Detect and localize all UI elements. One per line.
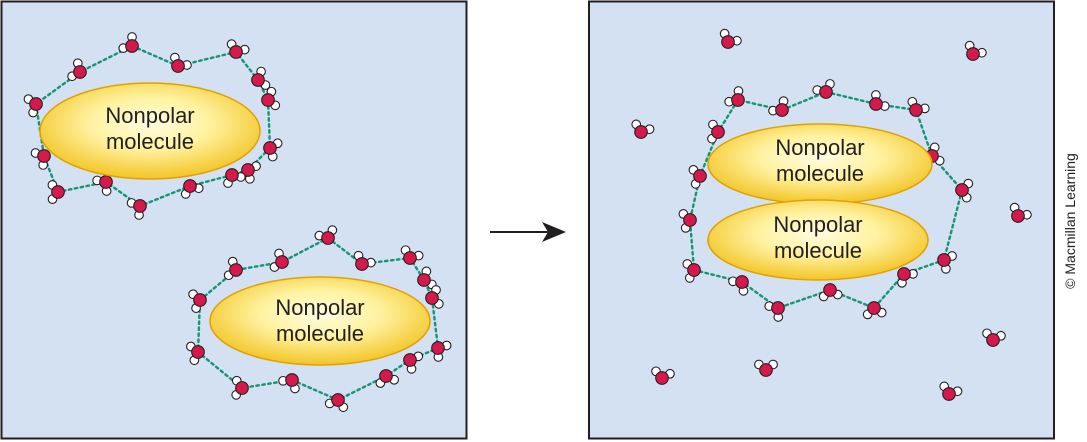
water-molecule-icon <box>425 285 444 309</box>
water-molecule-icon <box>353 250 376 271</box>
water-molecule-icon <box>403 351 424 374</box>
water-molecule-icon <box>812 79 835 99</box>
water-molecule-icon <box>67 58 87 82</box>
water-molecule-icon <box>241 161 261 184</box>
water-molecule-icon <box>707 119 725 144</box>
water-molecule-icon <box>92 175 113 196</box>
water-molecule-icon <box>719 28 742 49</box>
copyright-notice: © Macmillan Learning <box>1062 153 1078 289</box>
water-molecule-icon <box>223 256 243 281</box>
water-molecule-icon <box>188 289 207 313</box>
right-panel: Nonpolar molecule Nonpolar molecule <box>588 0 1055 440</box>
water-molecule-icon <box>186 341 205 366</box>
left-panel-background <box>0 0 468 440</box>
water-cage-2 <box>186 225 452 413</box>
water-molecule-icon <box>754 359 778 377</box>
water-molecule-icon <box>925 142 945 166</box>
water-molecule-icon <box>314 225 338 245</box>
molecule-1-label-line1: Nonpolar <box>105 103 194 128</box>
water-molecule-icon <box>939 381 963 401</box>
water-molecule-icon <box>30 148 51 170</box>
water-molecule-icon <box>261 86 281 111</box>
water-molecule-icon <box>764 301 785 322</box>
water-molecule-icon <box>180 179 204 199</box>
nonpolar-molecule-2: Nonpolar molecule <box>209 276 431 366</box>
water-molecule-icon <box>897 267 918 288</box>
water-molecule-icon <box>170 52 192 73</box>
molecule-4-label-line1: Nonpolar <box>773 212 862 237</box>
water-molecule-icon <box>375 369 400 388</box>
water-molecule-icon <box>226 39 250 59</box>
water-molecule-icon <box>23 94 43 118</box>
water-molecule-icon <box>869 90 890 111</box>
water-molecule-icon <box>682 259 701 283</box>
water-molecule-icon <box>126 198 147 220</box>
water-molecule-icon <box>955 178 974 203</box>
water-cage-combined <box>678 79 974 322</box>
water-molecule-icon <box>231 375 249 400</box>
water-molecule-icon <box>964 40 987 61</box>
water-molecule-icon <box>937 251 957 274</box>
water-molecule-icon <box>431 340 452 362</box>
nonpolar-molecule-3: Nonpolar molecule <box>707 123 933 205</box>
water-molecule-icon <box>907 96 930 117</box>
water-molecule-icon <box>768 96 789 117</box>
water-molecule-icon <box>1009 202 1032 223</box>
molecule-2-label-line1: Nonpolar <box>275 295 364 320</box>
molecule-4-label-line2: molecule <box>774 238 862 263</box>
water-molecule-icon <box>678 209 697 233</box>
molecule-1-label-line2: molecule <box>106 129 194 154</box>
water-cage-1 <box>23 32 283 220</box>
water-molecule-icon <box>400 245 424 265</box>
water-molecule-icon <box>631 119 655 139</box>
water-molecule-icon <box>651 366 675 385</box>
water-molecule-icon <box>278 373 300 394</box>
water-molecule-icon <box>269 248 289 272</box>
nonpolar-molecule-1: Nonpolar molecule <box>39 82 261 180</box>
water-molecule-icon <box>324 393 349 413</box>
water-molecule-icon <box>862 301 887 320</box>
free-water-molecules <box>631 28 1032 401</box>
molecule-3-label-line1: Nonpolar <box>775 135 864 160</box>
molecule-2-label-line2: molecule <box>276 321 364 346</box>
water-molecule-icon <box>263 138 283 162</box>
water-molecule-icon <box>688 165 707 189</box>
water-molecule-icon <box>223 168 246 188</box>
molecule-3-label-line2: molecule <box>776 161 864 186</box>
water-molecule-icon <box>251 66 271 90</box>
left-panel: Nonpolar molecule Nonpolar molecule <box>0 0 468 440</box>
nonpolar-molecule-4: Nonpolar molecule <box>707 199 929 281</box>
water-molecule-icon <box>724 86 745 107</box>
water-molecule-icon <box>982 328 1006 347</box>
water-molecule-icon <box>47 180 65 204</box>
water-molecule-icon <box>118 32 139 53</box>
hydrogen-bond-network <box>196 236 440 402</box>
water-molecule-icon <box>818 283 843 302</box>
water-molecule-icon <box>728 275 749 296</box>
